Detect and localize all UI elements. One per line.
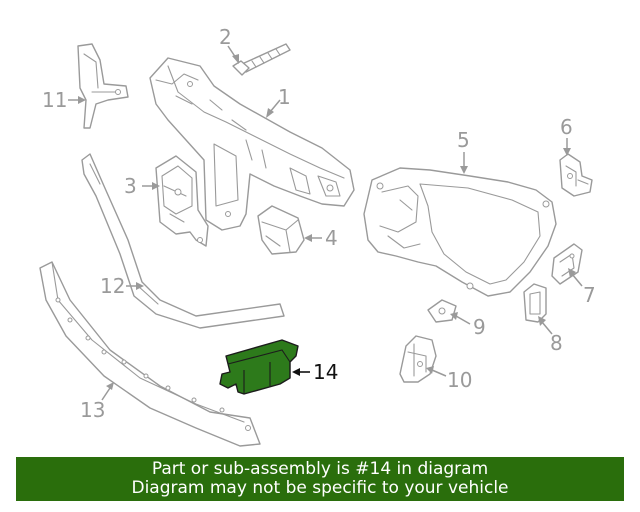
callout-3: 3 — [124, 174, 160, 198]
callout-12: 12 — [100, 274, 144, 298]
svg-text:4: 4 — [325, 226, 338, 250]
callout-7: 7 — [568, 268, 596, 307]
part-6-bracket[interactable] — [559, 153, 593, 197]
svg-text:10: 10 — [447, 368, 472, 392]
svg-text:8: 8 — [550, 331, 563, 355]
part-8-plate[interactable] — [523, 283, 547, 323]
svg-text:9: 9 — [473, 315, 486, 339]
part-4-box-bracket[interactable] — [257, 205, 305, 255]
callout-11: 11 — [42, 88, 86, 112]
svg-text:7: 7 — [583, 283, 596, 307]
svg-text:13: 13 — [80, 398, 105, 422]
callout-8: 8 — [538, 316, 563, 355]
part-12-rod[interactable] — [81, 153, 285, 329]
callout-6: 6 — [560, 115, 573, 156]
callout-9: 9 — [450, 312, 486, 339]
callout-14: 14 — [292, 360, 338, 384]
callout-13: 13 — [80, 382, 114, 422]
svg-text:14: 14 — [313, 360, 338, 384]
part-10-mount[interactable] — [399, 335, 437, 383]
part-2-bolt[interactable] — [232, 43, 291, 76]
svg-text:3: 3 — [124, 174, 137, 198]
svg-text:2: 2 — [219, 25, 232, 49]
part-7-bracket[interactable] — [551, 243, 583, 285]
banner-line-2: Diagram may not be specific to your vehi… — [131, 478, 509, 498]
callout-10: 10 — [426, 366, 472, 392]
part-14-highlighted-bracket[interactable] — [219, 339, 299, 395]
part-9-pad[interactable] — [427, 299, 457, 323]
part-5-side-support[interactable] — [363, 167, 557, 297]
part-1-upper-support[interactable] — [149, 57, 355, 231]
callout-1: 1 — [266, 85, 291, 118]
callout-5: 5 — [457, 128, 470, 174]
svg-text:1: 1 — [278, 85, 291, 109]
part-11-bracket[interactable] — [77, 43, 129, 129]
banner-line-1: Part or sub-assembly is #14 in diagram — [151, 459, 489, 479]
svg-text:5: 5 — [457, 128, 470, 152]
svg-text:6: 6 — [560, 115, 573, 139]
callout-4: 4 — [304, 226, 338, 250]
svg-text:12: 12 — [100, 274, 125, 298]
svg-text:11: 11 — [42, 88, 67, 112]
part-13-lower-crossmember[interactable] — [39, 261, 261, 447]
callout-2: 2 — [219, 25, 239, 64]
parts-diagram: 1 2 3 4 5 6 7 8 9 10 — [39, 25, 596, 447]
part-3-bracket[interactable] — [155, 155, 209, 247]
info-banner: Part or sub-assembly is #14 in diagram D… — [16, 457, 624, 501]
